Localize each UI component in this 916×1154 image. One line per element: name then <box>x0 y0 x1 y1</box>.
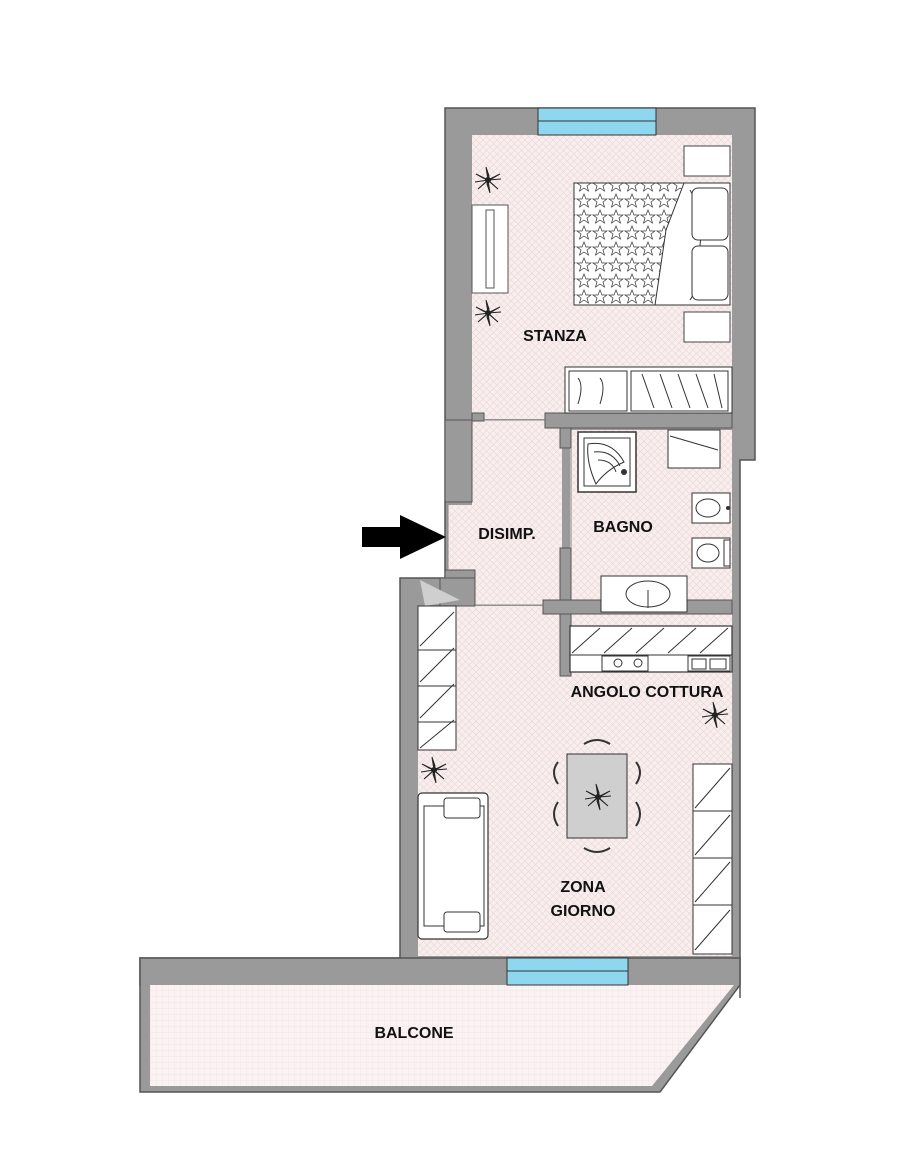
room-label-angolo-cottura: ANGOLO COTTURA <box>571 684 724 701</box>
tv-unit-icon <box>692 763 733 955</box>
room-label-bagno: BAGNO <box>593 519 653 536</box>
bidet-icon <box>691 492 731 524</box>
wardrobe-icon <box>471 204 509 294</box>
room-label-stanza: STANZA <box>523 328 587 345</box>
room-label-balcone: BALCONE <box>374 1025 453 1042</box>
kitchen-sink-icon <box>687 655 731 672</box>
washbasin-icon <box>600 575 688 613</box>
entrance-arrow-icon <box>362 515 446 559</box>
sofa-icon <box>417 792 489 940</box>
room-label-disimpegno: DISIMP. <box>478 526 536 543</box>
cabinet-icon <box>667 429 721 469</box>
toilet-icon <box>691 537 731 569</box>
doors <box>420 419 572 606</box>
nightstand-bottom-icon <box>683 311 731 343</box>
shower-icon <box>577 431 637 493</box>
stove-icon <box>601 655 649 672</box>
room-label-zona-giorno-line2: GIORNO <box>551 903 616 920</box>
room-label-zona-giorno-line1: ZONA <box>560 879 606 896</box>
nightstand-top-icon <box>683 145 731 177</box>
kitchen-counter-icon <box>569 625 733 673</box>
windows <box>506 107 657 986</box>
dresser-icon <box>564 366 733 414</box>
double-bed-icon <box>573 182 731 306</box>
wardrobe-icon <box>417 605 457 751</box>
